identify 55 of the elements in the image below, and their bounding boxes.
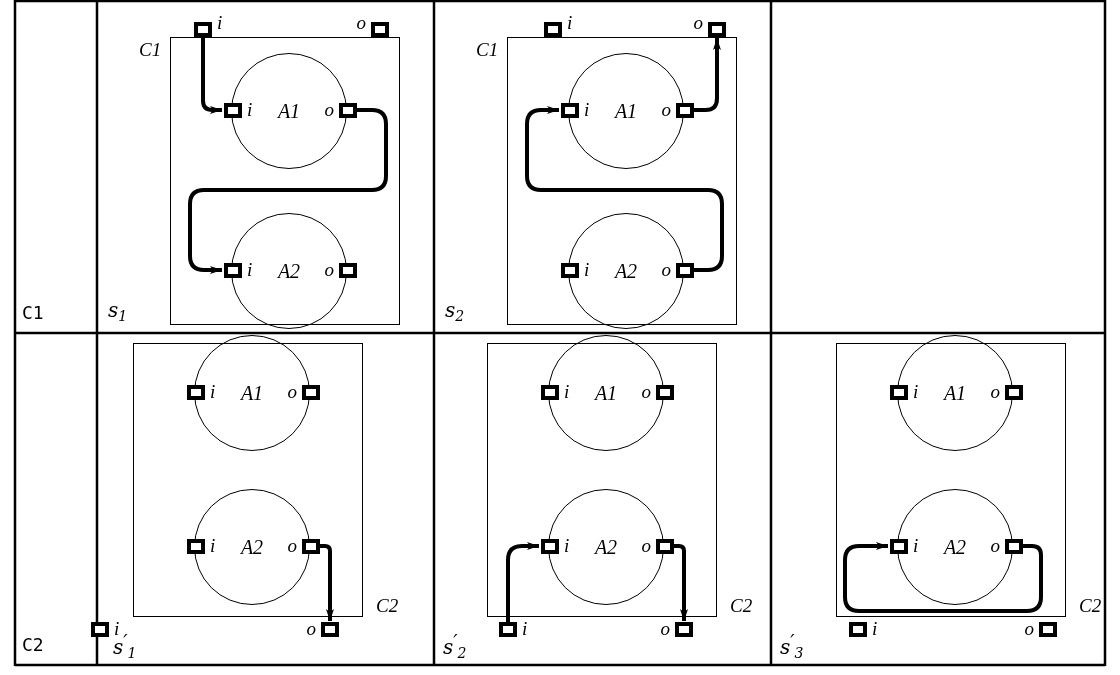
- circle-label: A2: [594, 535, 618, 559]
- port-label: i: [247, 100, 253, 120]
- port-label: o: [990, 536, 1000, 556]
- arrow: [525, 106, 724, 272]
- port-label: i: [210, 536, 216, 556]
- port-label: o: [287, 536, 297, 556]
- circle-label: A2: [943, 535, 967, 559]
- arrow: [201, 38, 222, 114]
- port-label: o: [641, 536, 651, 556]
- port-label: i: [217, 13, 223, 33]
- circle-label: A1: [614, 99, 638, 123]
- component-label: C2: [730, 596, 753, 616]
- port-label: i: [247, 260, 253, 280]
- arrow: [506, 542, 539, 622]
- arrow: [188, 108, 388, 274]
- arrow: [320, 544, 334, 621]
- component-label: C1: [139, 40, 162, 60]
- circle-label: A1: [594, 381, 618, 405]
- circle-label: A2: [277, 259, 301, 283]
- port-label: i: [913, 536, 919, 556]
- port-label: o: [661, 100, 671, 120]
- port-label: i: [564, 536, 570, 556]
- port-label: o: [990, 382, 1000, 402]
- port-label: i: [913, 382, 919, 402]
- arrow: [674, 544, 688, 621]
- component-label: C1: [476, 40, 499, 60]
- port-label: o: [324, 260, 334, 280]
- circle-label: A2: [240, 535, 264, 559]
- port-label: i: [584, 100, 590, 120]
- port-label: i: [567, 13, 573, 33]
- port-label: i: [564, 382, 570, 402]
- state-label: s$_{2}$: [445, 300, 465, 320]
- component-label: C2: [376, 596, 399, 616]
- port-label: o: [1024, 619, 1034, 639]
- circle-label: A1: [943, 381, 967, 405]
- port-label: o: [661, 260, 671, 280]
- circle-label: A2: [614, 259, 638, 283]
- port-label: o: [641, 382, 651, 402]
- port-label: o: [287, 382, 297, 402]
- row-header: C2: [22, 634, 44, 655]
- port-label: o: [324, 100, 334, 120]
- port-label: i: [210, 382, 216, 402]
- state-label: s$_{1}$: [108, 300, 128, 320]
- component-label: C2: [1079, 596, 1102, 616]
- circle-label: A1: [277, 99, 301, 123]
- port-label: o: [356, 13, 366, 33]
- port-label: i: [872, 619, 878, 639]
- port-label: i: [114, 619, 120, 639]
- port-label: i: [584, 260, 590, 280]
- port-label: i: [522, 619, 528, 639]
- port-label: o: [693, 13, 703, 33]
- port-label: o: [306, 619, 316, 639]
- row-header: C1: [22, 302, 44, 323]
- port-label: o: [660, 619, 670, 639]
- circle-label: A1: [240, 381, 264, 405]
